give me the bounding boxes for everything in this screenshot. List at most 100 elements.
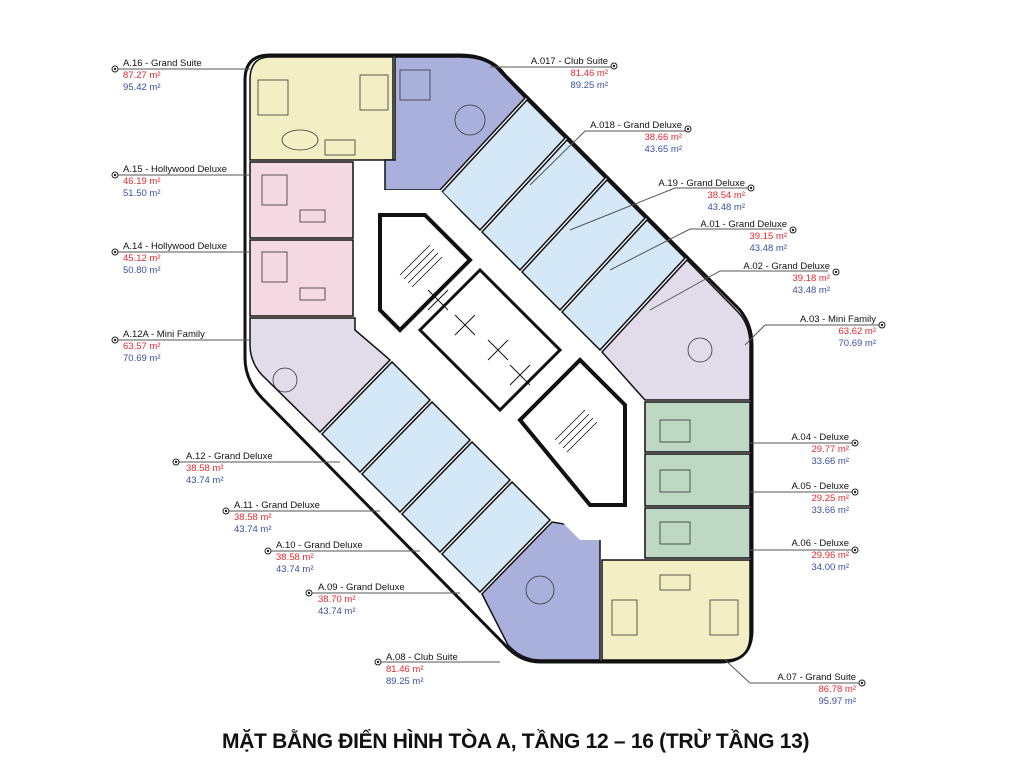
unit-name: A.03 - Mini Family — [799, 314, 876, 325]
unit-a10-grand-deluxe[interactable] — [400, 440, 512, 554]
gross-area: 89.25 m² — [570, 80, 609, 91]
label-a14: A.14 - Hollywood Deluxe 45.12 m² 50.80 m… — [123, 241, 227, 277]
unit-a12-grand-deluxe[interactable] — [320, 360, 432, 474]
building-core — [360, 190, 640, 540]
unit-name: A.09 - Grand Deluxe — [318, 582, 405, 593]
net-area: 38.54 m² — [707, 190, 746, 201]
label-a01: A.01 - Grand Deluxe 39.15 m² 43.48 m² — [700, 219, 787, 255]
unit-a05-deluxe[interactable] — [644, 453, 751, 507]
unit-name: A.11 - Grand Deluxe — [234, 500, 320, 511]
gross-area: 43.74 m² — [234, 524, 272, 535]
gross-area: 43.74 m² — [276, 564, 314, 575]
net-area: 63.62 m² — [838, 326, 877, 337]
label-a16: A.16 - Grand Suite 87.27 m² 95.42 m² — [123, 58, 202, 94]
net-area: 45.12 m² — [123, 253, 161, 264]
gross-area: 43.74 m² — [186, 475, 224, 486]
furniture-hints — [257, 69, 739, 636]
gross-area: 43.48 m² — [749, 243, 788, 254]
gross-area: 43.48 m² — [707, 202, 746, 213]
label-a19: A.19 - Grand Deluxe 38.54 m² 43.48 m² — [658, 178, 745, 214]
gross-area: 43.74 m² — [318, 606, 356, 617]
gross-area: 70.69 m² — [838, 338, 877, 349]
net-area: 39.18 m² — [792, 273, 831, 284]
net-area: 38.58 m² — [276, 552, 314, 563]
label-a11: A.11 - Grand Deluxe 38.58 m² 43.74 m² — [234, 500, 320, 536]
unit-a19-grand-deluxe[interactable] — [480, 138, 607, 272]
unit-a04-deluxe[interactable] — [644, 401, 751, 453]
net-area: 86.78 m² — [818, 684, 857, 695]
unit-a12a-mini-family[interactable] — [249, 317, 392, 434]
net-area: 29.77 m² — [811, 444, 850, 455]
unit-name: A.12 - Grand Deluxe — [186, 451, 273, 462]
net-area: 38.58 m² — [186, 463, 224, 474]
unit-a09-grand-deluxe[interactable] — [440, 480, 552, 594]
unit-a03-mini-family[interactable] — [600, 258, 751, 401]
net-area: 46.19 m² — [123, 176, 161, 187]
net-area: 81.46 m² — [386, 664, 424, 675]
unit-name: A.06 - Deluxe — [791, 538, 849, 549]
label-a018: A.018 - Grand Deluxe 38.66 m² 43.65 m² — [590, 120, 682, 156]
gross-area: 34.00 m² — [811, 562, 850, 573]
net-area: 38.70 m² — [318, 594, 356, 605]
unit-a15-hollywood-deluxe[interactable] — [249, 161, 354, 239]
stair-core-lower — [517, 357, 627, 507]
net-area: 81.46 m² — [570, 68, 609, 79]
label-a12a: A.12A - Mini Family 63.57 m² 70.69 m² — [123, 329, 205, 365]
gross-area: 33.66 m² — [811, 456, 850, 467]
unit-name: A.04 - Deluxe — [791, 432, 849, 443]
gross-area: 95.97 m² — [818, 696, 857, 707]
gross-area: 70.69 m² — [123, 353, 161, 364]
net-area: 38.58 m² — [234, 512, 272, 523]
unit-name: A.018 - Grand Deluxe — [590, 120, 682, 131]
unit-a11-grand-deluxe[interactable] — [360, 400, 472, 514]
label-a03: A.03 - Mini Family 63.62 m² 70.69 m² — [800, 314, 876, 350]
label-a15: A.15 - Hollywood Deluxe 46.19 m² 51.50 m… — [123, 164, 227, 200]
gross-area: 95.42 m² — [123, 82, 161, 93]
leader-target-markers — [111, 62, 886, 687]
unit-name: A.017 - Club Suite — [530, 56, 608, 67]
stair-core-upper — [378, 213, 473, 333]
unit-a02-grand-deluxe[interactable] — [560, 218, 687, 352]
unit-name: A.07 - Grand Suite — [777, 672, 856, 683]
grand-deluxe-band-left — [320, 360, 552, 594]
unit-name: A.05 - Deluxe — [791, 481, 849, 492]
net-area: 29.25 m² — [811, 493, 850, 504]
gross-area: 43.48 m² — [792, 285, 831, 296]
net-area: 63.57 m² — [123, 341, 161, 352]
leader-lines — [118, 66, 880, 684]
plan-title: MẶT BẰNG ĐIỂN HÌNH TÒA A, TẦNG 12 – 16 (… — [222, 730, 810, 753]
net-area: 87.27 m² — [123, 70, 161, 81]
label-a12: A.12 - Grand Deluxe 38.58 m² 43.74 m² — [186, 451, 273, 487]
unit-name: A.02 - Grand Deluxe — [743, 261, 830, 272]
label-a06: A.06 - Deluxe 29.96 m² 34.00 m² — [791, 538, 849, 574]
label-a04: A.04 - Deluxe 29.77 m² 33.66 m² — [791, 432, 849, 468]
building-footprint — [243, 53, 754, 664]
unit-a06-deluxe[interactable] — [644, 507, 751, 559]
unit-name: A.12A - Mini Family — [123, 329, 205, 340]
unit-name: A.16 - Grand Suite — [123, 58, 202, 69]
label-a05: A.05 - Deluxe 29.25 m² 33.66 m² — [791, 481, 849, 517]
label-a10: A.10 - Grand Deluxe 38.58 m² 43.74 m² — [276, 540, 363, 576]
net-area: 38.66 m² — [644, 132, 683, 143]
gross-area: 89.25 m² — [386, 676, 424, 687]
unit-name: A.08 - Club Suite — [386, 652, 458, 663]
gross-area: 33.66 m² — [811, 505, 850, 516]
label-a08: A.08 - Club Suite 81.46 m² 89.25 m² — [386, 652, 458, 688]
unit-a018-grand-deluxe[interactable] — [440, 98, 567, 232]
label-a07: A.07 - Grand Suite 86.78 m² 95.97 m² — [777, 672, 856, 708]
unit-a14-hollywood-deluxe[interactable] — [249, 239, 354, 317]
label-a02: A.02 - Grand Deluxe 39.18 m² 43.48 m² — [743, 261, 830, 297]
unit-name: A.15 - Hollywood Deluxe — [123, 164, 228, 175]
unit-name: A.19 - Grand Deluxe — [658, 178, 745, 189]
gross-area: 43.65 m² — [644, 144, 683, 155]
net-area: 39.15 m² — [749, 231, 788, 242]
gross-area: 50.80 m² — [123, 265, 161, 276]
unit-a16-grand-suite[interactable] — [249, 56, 394, 161]
unit-name: A.14 - Hollywood Deluxe — [123, 241, 228, 252]
net-area: 29.96 m² — [811, 550, 850, 561]
unit-name: A.01 - Grand Deluxe — [700, 219, 787, 230]
unit-name: A.10 - Grand Deluxe — [276, 540, 363, 551]
unit-a08-club-suite[interactable] — [481, 521, 601, 661]
lift-core — [417, 267, 563, 413]
